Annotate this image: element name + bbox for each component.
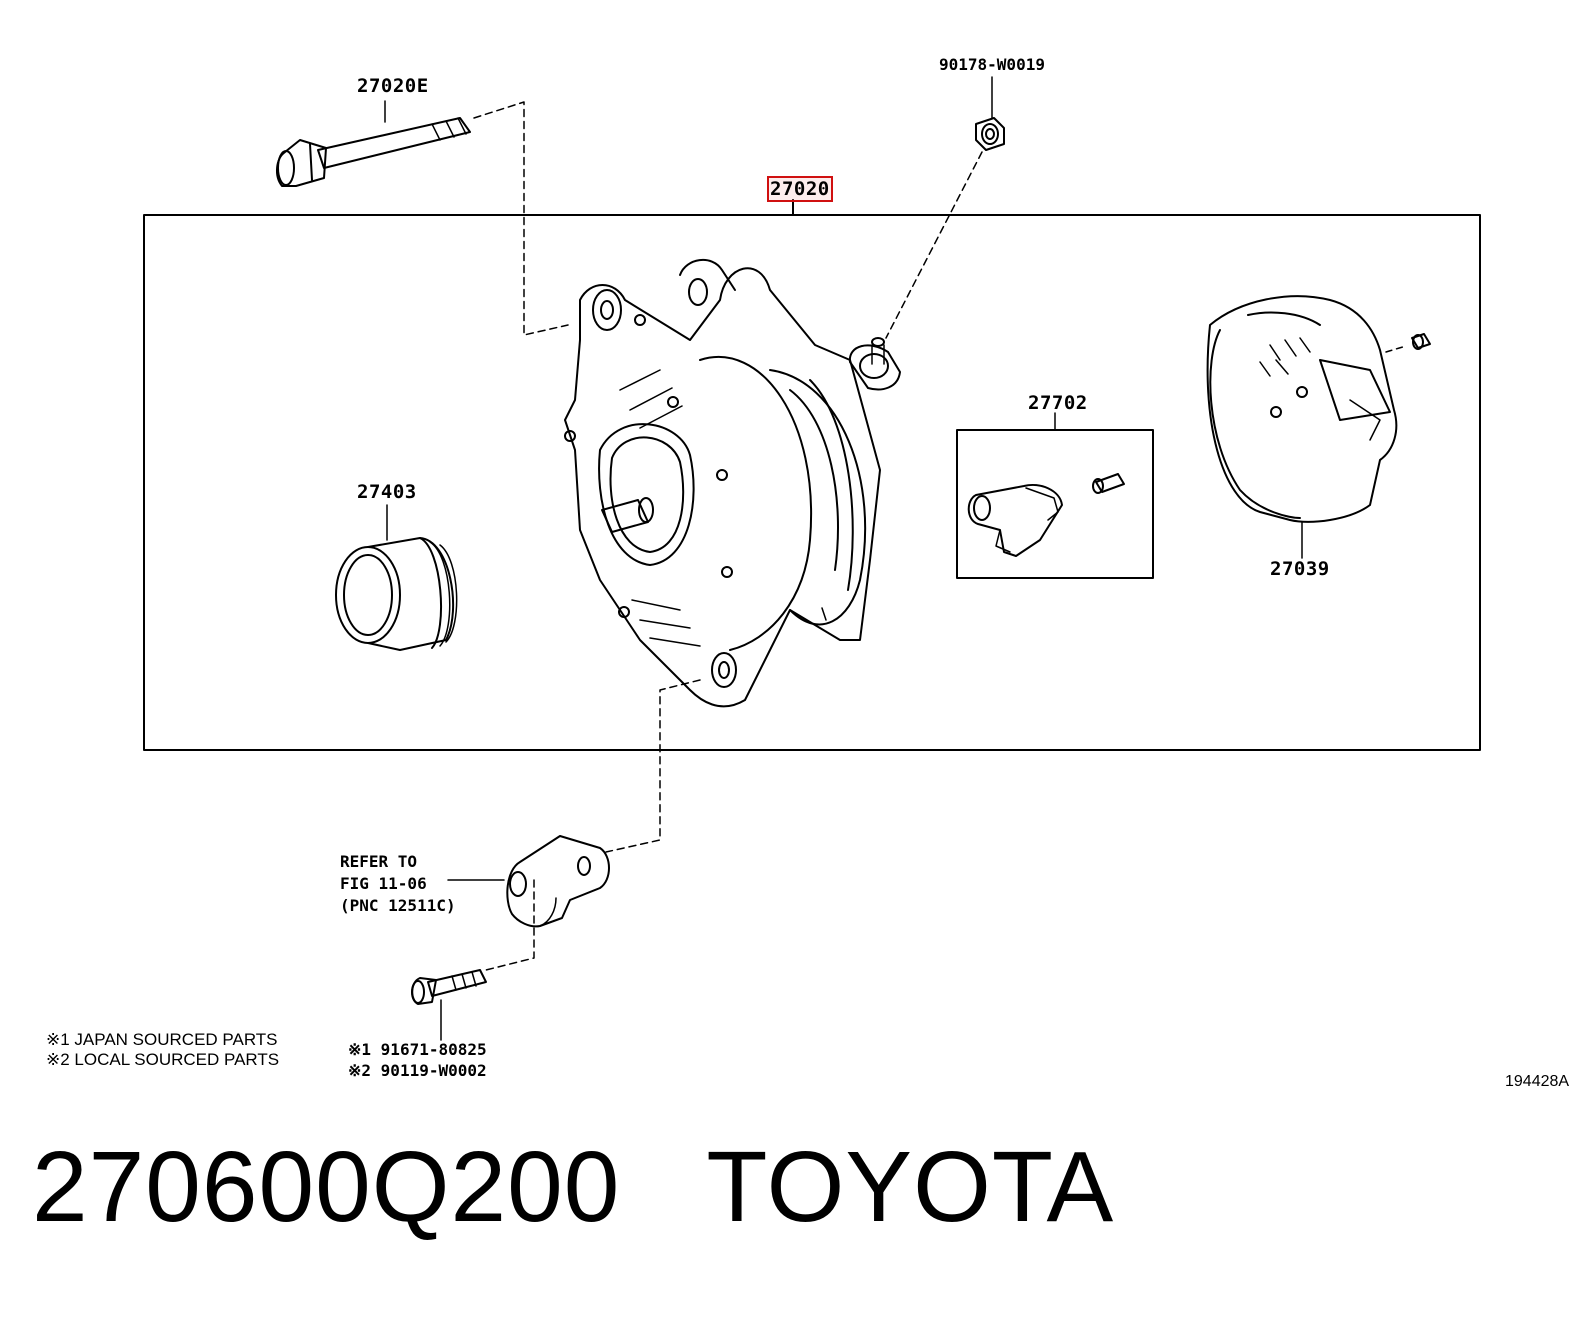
pulley-27403-icon xyxy=(335,504,458,651)
part-number: 270600Q200 xyxy=(32,1131,621,1243)
dashed-guide-lower-bolt xyxy=(485,879,535,971)
dashed-guide-rear-nut xyxy=(1385,345,1407,353)
assembly-frame xyxy=(143,214,1481,751)
bracket-icon xyxy=(447,835,610,928)
dashed-guide-top-bolt xyxy=(473,101,569,336)
callout-bolt-90119[interactable]: ※2 90119-W0002 xyxy=(348,1061,487,1080)
rear-cover-27039-icon xyxy=(1206,295,1431,559)
refer-note-line2: FIG 11-06 xyxy=(340,874,427,893)
alternator-icon xyxy=(564,259,901,708)
nut-90178-icon xyxy=(975,76,1005,151)
regulator-27702-icon xyxy=(956,412,1154,579)
refer-note-line3: (PNC 12511C) xyxy=(340,896,456,915)
legend-local-sourced: ※2 LOCAL SOURCED PARTS xyxy=(46,1050,280,1069)
callout-bolt-91671[interactable]: ※1 91671-80825 xyxy=(348,1040,487,1059)
refer-note-line1: REFER TO xyxy=(340,852,418,871)
figure-code: 194428A xyxy=(1505,1073,1570,1090)
footer-title: 270600Q200 TOYOTA xyxy=(32,1132,1114,1242)
dashed-guide-nut xyxy=(885,151,983,339)
callout-27020[interactable]: 27020 xyxy=(767,176,833,202)
callout-27702[interactable]: 27702 xyxy=(1028,392,1088,414)
bolt-27020e-icon xyxy=(276,100,471,187)
bolt-lower-icon xyxy=(411,969,487,1041)
callout-27403[interactable]: 27403 xyxy=(357,481,417,503)
callout-27039[interactable]: 27039 xyxy=(1270,558,1330,580)
dashed-guide-bracket xyxy=(605,679,701,853)
callout-27020e[interactable]: 27020E xyxy=(357,75,429,97)
brand-name: TOYOTA xyxy=(706,1131,1115,1243)
legend-japan-sourced: ※1 JAPAN SOURCED PARTS xyxy=(46,1030,278,1049)
callout-90178-w0019[interactable]: 90178-W0019 xyxy=(939,55,1045,74)
